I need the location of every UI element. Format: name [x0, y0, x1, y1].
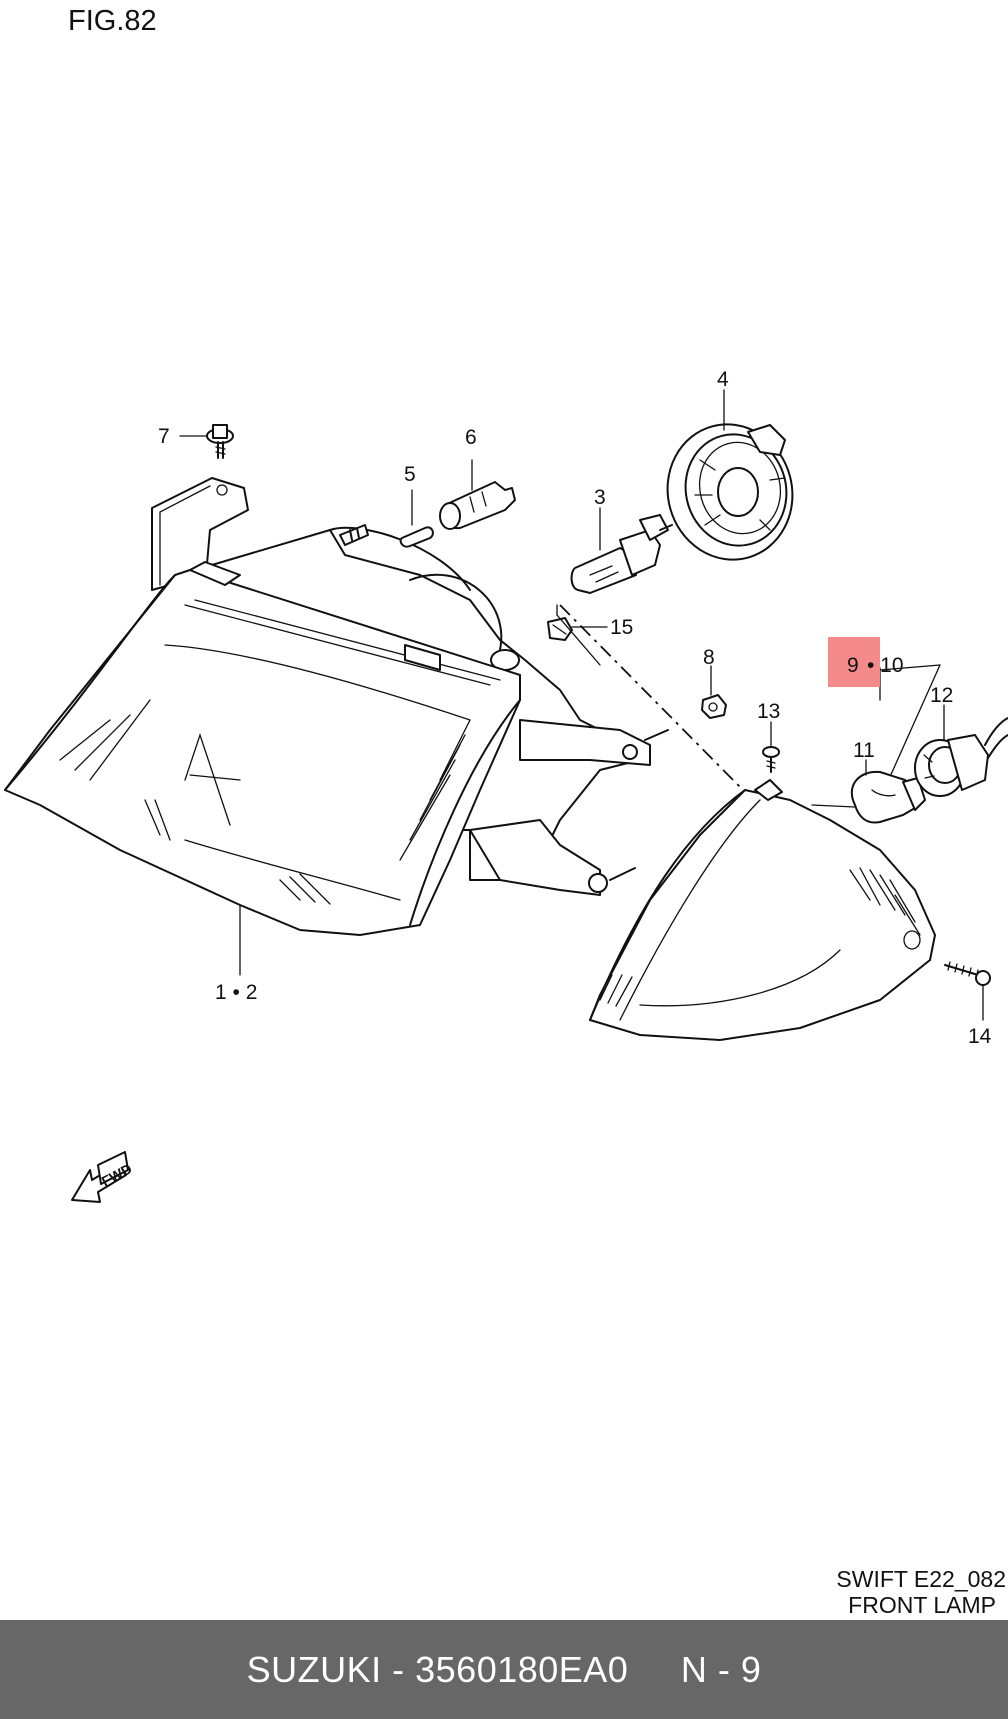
part-3-halogen-bulb: 3	[570, 486, 673, 594]
part-4-cap: 4	[666, 368, 794, 561]
part-13-screw: 13	[757, 700, 780, 773]
callout-3: 3	[594, 486, 606, 509]
callout-8: 8	[703, 646, 715, 669]
part-11-signal-bulb: 11	[850, 739, 926, 824]
part-12-socket: 12	[914, 684, 1008, 797]
figure-title: FIG.82	[68, 5, 157, 37]
model-code: SWIFT E22_082	[836, 1566, 1006, 1592]
part-8-nut: 8	[701, 646, 727, 719]
parts-diagram: FIG.82	[4, 5, 1008, 1618]
housing-screw	[339, 524, 369, 546]
connection-line	[559, 604, 741, 788]
callout-6: 6	[465, 426, 477, 449]
callout-10: • 10	[867, 654, 904, 677]
callout-13: 13	[757, 700, 780, 723]
part-15-clip: 15	[547, 604, 633, 666]
callout-14: 14	[968, 1025, 992, 1048]
callout-5: 5	[404, 463, 416, 486]
fwd-arrow-icon: FWD	[71, 1151, 134, 1203]
part-6-socket: 6	[439, 426, 516, 530]
part-number-label: SUZUKI - 3560180EA0 N - 9	[246, 1648, 762, 1690]
part-9-10-turn-signal: 9 • 10	[589, 637, 941, 1041]
callout-9: 9	[847, 654, 859, 677]
part-5-bulb: 5	[399, 463, 434, 548]
footer-bar: SUZUKI - 3560180EA0 N - 9	[0, 1620, 1008, 1719]
section-name: FRONT LAMP	[848, 1592, 996, 1618]
callout-15: 15	[610, 616, 633, 639]
callout-1-2: 1 • 2	[215, 981, 257, 1004]
callout-12: 12	[930, 684, 953, 707]
callout-7: 7	[158, 425, 170, 448]
part-14-screw: 14	[944, 961, 992, 1048]
callout-4: 4	[717, 368, 729, 391]
headlamp-assembly: 1 • 2	[4, 477, 669, 1004]
highlight-box	[828, 637, 880, 687]
callout-11: 11	[853, 739, 875, 762]
part-7-bolt: 7	[158, 424, 234, 459]
